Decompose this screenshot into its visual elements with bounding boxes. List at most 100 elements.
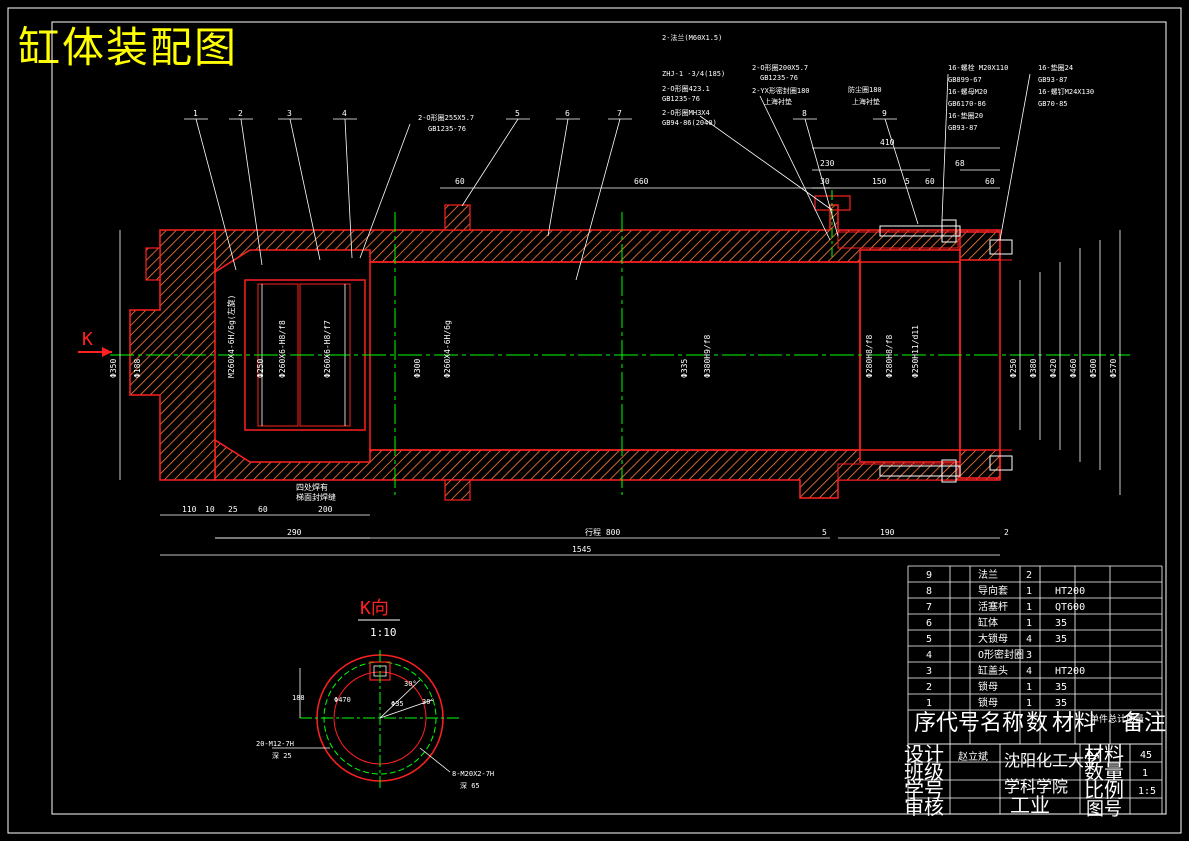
guide-sleeve bbox=[859, 261, 961, 451]
dimension-top: 230 bbox=[820, 159, 835, 168]
callout-text: 防尘圈180 bbox=[848, 85, 882, 94]
k-view-label-text: 20-M12-7H bbox=[256, 740, 294, 748]
dimension-bottom: 2 bbox=[1004, 528, 1009, 537]
bom-header-cell: 代号 bbox=[936, 711, 980, 736]
bom-no: 7 bbox=[926, 602, 932, 613]
callout-text: 16-螺母M20 bbox=[948, 87, 987, 96]
dimension-bottom: 110 bbox=[182, 505, 197, 514]
callout-text: 16-垫圈20 bbox=[948, 111, 983, 120]
dimension-vertical: Φ260X4-6H/6g bbox=[443, 320, 452, 378]
tb-material-label: 材料 bbox=[1084, 742, 1124, 766]
dimension-top: 30 bbox=[820, 177, 830, 186]
view-arrowhead bbox=[102, 347, 112, 357]
dimension-vertical: Φ350 bbox=[109, 359, 118, 378]
callout-text: 16-螺栓 M20X110 bbox=[948, 63, 1008, 72]
end-cap bbox=[129, 229, 216, 481]
dimension-vertical: Φ335 bbox=[680, 359, 689, 378]
bom-qty: 4 bbox=[1026, 634, 1032, 645]
callout-text: 2-YX形密封圈180 bbox=[752, 86, 810, 95]
dimension-bottom: 60 bbox=[258, 505, 268, 514]
callout-text: 2-O形圈255X5.7 bbox=[418, 114, 474, 122]
bom-header-cell: 材料 bbox=[1052, 711, 1096, 736]
lug-bottom bbox=[444, 479, 471, 501]
bom-no: 9 bbox=[926, 570, 932, 581]
bom-header-cell: 数 bbox=[1026, 711, 1048, 736]
dimension-bottom: 10 bbox=[205, 505, 215, 514]
bom-header-cell: 单件总计质量 bbox=[1090, 713, 1144, 725]
callout-text: GB1235-76 bbox=[662, 95, 700, 103]
dimension-vertical: Φ380H9/f8 bbox=[703, 334, 712, 378]
dimension-bottom: 5 bbox=[822, 528, 827, 537]
tb-design-label: 设计 bbox=[904, 742, 944, 766]
dimension-top: 410 bbox=[880, 138, 895, 147]
dimension-top: 660 bbox=[634, 177, 649, 186]
bom-qty: 1 bbox=[1026, 586, 1032, 597]
dimension-bottom: 1545 bbox=[572, 545, 591, 554]
callout-text: GB899-67 bbox=[948, 76, 982, 84]
dimension-vertical: Φ250H11/d11 bbox=[911, 325, 920, 378]
dimension-top: 60 bbox=[455, 177, 465, 186]
bom-name: 锁母 bbox=[978, 696, 998, 709]
k-view-label-text: 8-M20X2-7H bbox=[452, 770, 494, 778]
balloon-number: 6 bbox=[565, 109, 570, 118]
dimension-bottom: 行程 800 bbox=[585, 527, 620, 537]
k-view-scale: 1:10 bbox=[370, 626, 397, 639]
dimension-bottom: 25 bbox=[228, 505, 238, 514]
tb-review-label: 审核 bbox=[904, 795, 944, 819]
dimension-vertical: Φ280H8/f8 bbox=[885, 334, 894, 378]
bom-no: 5 bbox=[926, 634, 932, 645]
tb-qty-label: 数量 bbox=[1084, 760, 1124, 784]
callout-text: 2-O形圈423.1 bbox=[662, 85, 710, 93]
bom-qty: 3 bbox=[1026, 650, 1032, 661]
dimension-vertical: Φ250 bbox=[1009, 359, 1018, 378]
bom-header-cell: 备注 bbox=[1122, 711, 1166, 736]
tb-qty: 1 bbox=[1142, 768, 1148, 779]
balloon-leader bbox=[240, 118, 263, 266]
balloon-leader bbox=[195, 118, 237, 271]
balloon-leader bbox=[804, 118, 839, 237]
callout-text: GB94-86(2040) bbox=[662, 119, 717, 127]
bom-material: 35 bbox=[1055, 682, 1067, 693]
dimension-vertical: Φ420 bbox=[1049, 359, 1058, 378]
dimension-vertical: Φ280H8/f8 bbox=[865, 334, 874, 378]
part-callouts: 2-O形圈255X5.7GB1235-762-法兰(M60X1.5)ZHJ-1 … bbox=[359, 33, 1094, 259]
note-line-2: 梯面封焊缝 bbox=[296, 492, 336, 502]
balloon-number: 3 bbox=[287, 109, 292, 118]
balloon-leader bbox=[461, 118, 519, 207]
bom-no: 8 bbox=[926, 586, 932, 597]
guide-hatch-top bbox=[837, 231, 959, 249]
balloon-number: 8 bbox=[802, 109, 807, 118]
dimension-vertical: Φ500 bbox=[1089, 359, 1098, 378]
bom-no: 6 bbox=[926, 618, 932, 629]
dimension-top: 60 bbox=[985, 177, 995, 186]
dimension-top: 150 bbox=[872, 177, 887, 186]
lug-top bbox=[444, 204, 471, 231]
balloon-number: 9 bbox=[882, 109, 887, 118]
tb-class-label: 班级 bbox=[904, 760, 944, 784]
callout-leader bbox=[699, 115, 833, 211]
dimension-lines bbox=[119, 147, 1121, 556]
k-view-label-text: Φ470 bbox=[334, 696, 351, 704]
callout-leader bbox=[759, 95, 831, 241]
dimension-vertical: Φ570 bbox=[1109, 359, 1118, 378]
balloon-leader bbox=[575, 118, 621, 281]
tb-id-label: 学号 bbox=[904, 778, 944, 802]
outer-border bbox=[7, 7, 1182, 834]
tb-drawing-no-label: 图号 bbox=[1086, 799, 1122, 820]
bolt-bottom bbox=[879, 465, 961, 477]
balloon-number: 7 bbox=[617, 109, 622, 118]
k-view-label-text: 30° bbox=[422, 698, 435, 706]
screw-bottom bbox=[989, 455, 1013, 471]
dimension-vertical: Φ250 bbox=[256, 359, 265, 378]
tb-designer: 赵立斌 bbox=[958, 750, 988, 763]
k-view-label-text: 30° bbox=[404, 680, 417, 688]
dimension-vertical: Φ188 bbox=[133, 359, 142, 378]
bom-header-cell: 名称 bbox=[980, 711, 1024, 736]
balloon-number: 4 bbox=[342, 109, 347, 118]
dimension-bottom: 290 bbox=[287, 528, 302, 537]
callout-leader bbox=[359, 123, 411, 259]
bom-material: HT200 bbox=[1055, 586, 1085, 597]
